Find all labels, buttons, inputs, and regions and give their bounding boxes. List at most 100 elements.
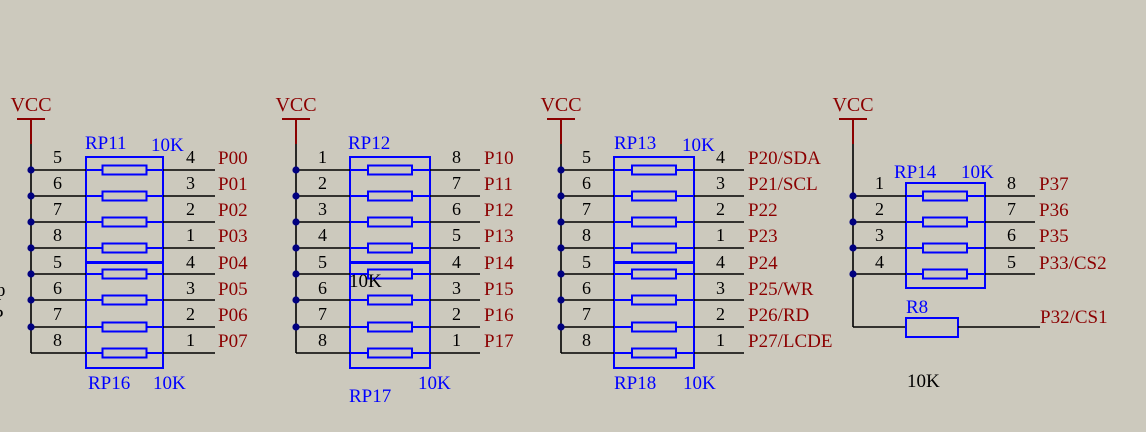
resistor-element [101, 164, 148, 176]
pin-number: 8 [582, 330, 591, 350]
net-label: P26/RD [748, 305, 809, 326]
pin-number: 4 [186, 147, 195, 167]
resistor-element [631, 216, 677, 228]
junction-dot [27, 296, 35, 304]
net-label: P05 [218, 279, 248, 300]
part-ref: R8 [906, 297, 928, 318]
pin-number: 1 [452, 330, 461, 350]
pin-number: 3 [318, 199, 327, 219]
junction-dot [557, 244, 565, 252]
net-label: P20/SDA [748, 148, 821, 169]
resistor-element [367, 164, 413, 176]
pin-number: 3 [716, 173, 725, 193]
net-label: P04 [218, 253, 248, 274]
pin-number: 5 [53, 252, 62, 272]
resistor-element [101, 216, 148, 228]
vcc-label: VCC [832, 94, 873, 116]
pin-number: 6 [452, 199, 461, 219]
net-label: P14 [484, 253, 514, 274]
junction-dot [557, 323, 565, 331]
part-ref: RP14 [894, 162, 937, 183]
resistor-element [367, 190, 413, 202]
pin-number: 5 [53, 147, 62, 167]
junction-dot [27, 323, 35, 331]
part-ref: RP12 [348, 133, 390, 154]
resistor-pack-bottom [85, 261, 164, 369]
resistor-element [101, 294, 148, 306]
pin-number: 6 [1007, 225, 1016, 245]
junction-dot [27, 166, 35, 174]
part-ref: RP16 [88, 373, 130, 394]
resistor-pack-bottom [349, 261, 431, 369]
resistor-element [631, 242, 677, 254]
junction-dot [557, 296, 565, 304]
clipped-label: ф [0, 280, 5, 301]
pin-number: 1 [716, 225, 725, 245]
net-label: P35 [1039, 226, 1069, 247]
pin-number: 8 [53, 330, 62, 350]
net-label: P07 [218, 331, 248, 352]
junction-dot [27, 244, 35, 252]
pin-number: 4 [452, 252, 461, 272]
clipped-label: P [0, 306, 4, 327]
junction-dot [849, 218, 857, 226]
pin-number: 1 [186, 330, 195, 350]
pin-number: 6 [582, 278, 591, 298]
net-label: P32/CS1 [1040, 307, 1108, 328]
pin-number: 6 [53, 173, 62, 193]
pin-number: 3 [716, 278, 725, 298]
pin-number: 1 [186, 225, 195, 245]
pin-number: 1 [318, 147, 327, 167]
resistor-element [922, 190, 968, 202]
resistor-element [922, 216, 968, 228]
net-label: P25/WR [748, 279, 814, 300]
part-value: 10K [961, 162, 994, 183]
pin-number: 1 [875, 173, 884, 193]
resistor-element [631, 347, 677, 359]
net-label: P33/CS2 [1039, 253, 1107, 274]
net-label: P11 [484, 174, 513, 195]
part-value: 10K [683, 373, 716, 394]
pin-number: 2 [186, 304, 195, 324]
net-label: P37 [1039, 174, 1069, 195]
part-ref: RP17 [349, 386, 391, 407]
pin-number: 4 [186, 252, 195, 272]
resistor-element [367, 321, 413, 333]
junction-dot [557, 166, 565, 174]
net-label: P17 [484, 331, 514, 352]
net-label: P10 [484, 148, 514, 169]
resistor-element [367, 294, 413, 306]
vcc-label: VCC [540, 94, 581, 116]
r8-resistor [905, 317, 959, 338]
pin-number: 7 [53, 304, 62, 324]
net-label: P15 [484, 279, 514, 300]
junction-dot [27, 218, 35, 226]
resistor-element [101, 321, 148, 333]
junction-dot [849, 244, 857, 252]
junction-dot [292, 244, 300, 252]
net-label: P16 [484, 305, 514, 326]
pin-number: 4 [318, 225, 327, 245]
junction-dot [27, 192, 35, 200]
resistor-pack-bottom [613, 261, 695, 369]
pin-number: 2 [318, 173, 327, 193]
pin-number: 4 [716, 147, 725, 167]
part-value: 10K [151, 135, 184, 156]
pin-number: 6 [582, 173, 591, 193]
pin-number: 6 [53, 278, 62, 298]
net-label: P23 [748, 226, 778, 247]
junction-dot [292, 270, 300, 278]
pin-number: 7 [452, 173, 461, 193]
resistor-element [631, 321, 677, 333]
junction-dot [849, 192, 857, 200]
net-label: P12 [484, 200, 514, 221]
pin-number: 4 [716, 252, 725, 272]
resistor-element [367, 268, 413, 280]
pin-number: 3 [186, 173, 195, 193]
pin-number: 8 [452, 147, 461, 167]
junction-dot [292, 323, 300, 331]
